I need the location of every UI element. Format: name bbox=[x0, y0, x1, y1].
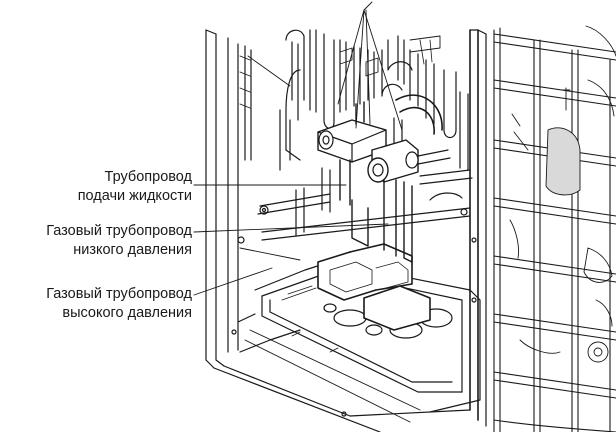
service-valves bbox=[317, 101, 451, 263]
protective-grille bbox=[493, 25, 616, 432]
label-high-pressure-gas-pipe-line1: Газовый трубопровод bbox=[46, 286, 192, 302]
label-high-pressure-gas-pipe: Газовый трубопровод высокого давления bbox=[46, 285, 192, 323]
label-liquid-pipe-line2: подачи жидкости bbox=[77, 188, 192, 204]
label-high-pressure-gas-pipe-line2: высокого давления bbox=[62, 305, 192, 321]
label-liquid-pipe-line1: Трубопровод bbox=[104, 169, 192, 185]
leader-high-pressure-gas-pipe bbox=[193, 267, 273, 296]
support-rails bbox=[239, 169, 473, 261]
label-low-pressure-gas-pipe-line2: низкого давления bbox=[73, 242, 192, 258]
leader-low-pressure-gas-pipe bbox=[193, 223, 389, 233]
divider-frame bbox=[469, 29, 487, 427]
label-leader-lines bbox=[193, 184, 389, 296]
label-low-pressure-gas-pipe: Газовый трубопровод низкого давления bbox=[46, 222, 192, 260]
valve-pointer-lines bbox=[337, 1, 403, 131]
base-pan bbox=[213, 243, 481, 432]
cabinet-frame-left bbox=[205, 29, 291, 369]
label-low-pressure-gas-pipe-line1: Газовый трубопровод bbox=[46, 223, 192, 239]
label-liquid-pipe: Трубопровод подачи жидкости bbox=[78, 168, 192, 206]
